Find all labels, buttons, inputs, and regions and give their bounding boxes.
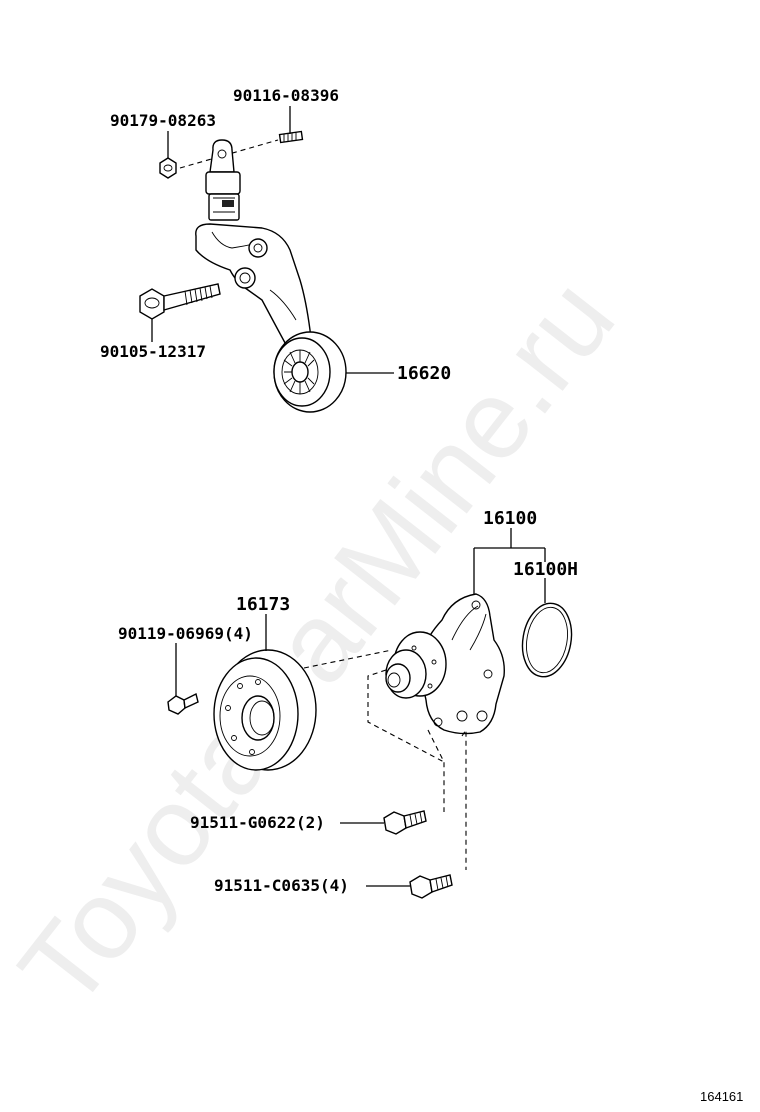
tensioner-damper[interactable]	[205, 139, 241, 221]
dash-pulley-to-pump	[303, 649, 393, 669]
figure-number: 164161	[700, 1089, 743, 1104]
label-16173: 16173	[236, 594, 290, 615]
bolt-90119-06969[interactable]	[167, 692, 199, 715]
label-90119-06969: 90119-06969(4)	[118, 624, 253, 643]
water-pump-16100[interactable]	[385, 593, 505, 735]
bolt-90105-12317[interactable]	[139, 283, 221, 320]
gasket-16100h[interactable]	[517, 599, 577, 680]
dash-bolt-guides	[367, 669, 467, 870]
label-16100h: 16100H	[513, 559, 578, 580]
label-90179-08263: 90179-08263	[110, 111, 216, 130]
stud-bolt-90116-08396[interactable]	[278, 130, 304, 144]
tensioner-assembly[interactable]	[139, 130, 347, 413]
nut-90179-08263[interactable]	[159, 157, 177, 179]
label-16100: 16100	[483, 508, 537, 529]
label-90116-08396: 90116-08396	[233, 86, 339, 105]
label-91511-g0622: 91511-G0622(2)	[190, 813, 325, 832]
idler-pulley-16620[interactable]	[273, 331, 347, 413]
label-16620: 16620	[397, 363, 451, 384]
label-91511-c0635: 91511-C0635(4)	[214, 876, 349, 895]
bolt-91511-g0622[interactable]	[383, 810, 427, 835]
label-90105-12317: 90105-12317	[100, 342, 206, 361]
bolt-91511-c0635[interactable]	[409, 874, 453, 899]
pump-pulley-16173[interactable]	[213, 649, 317, 771]
leader-bracket-16100	[473, 528, 546, 603]
